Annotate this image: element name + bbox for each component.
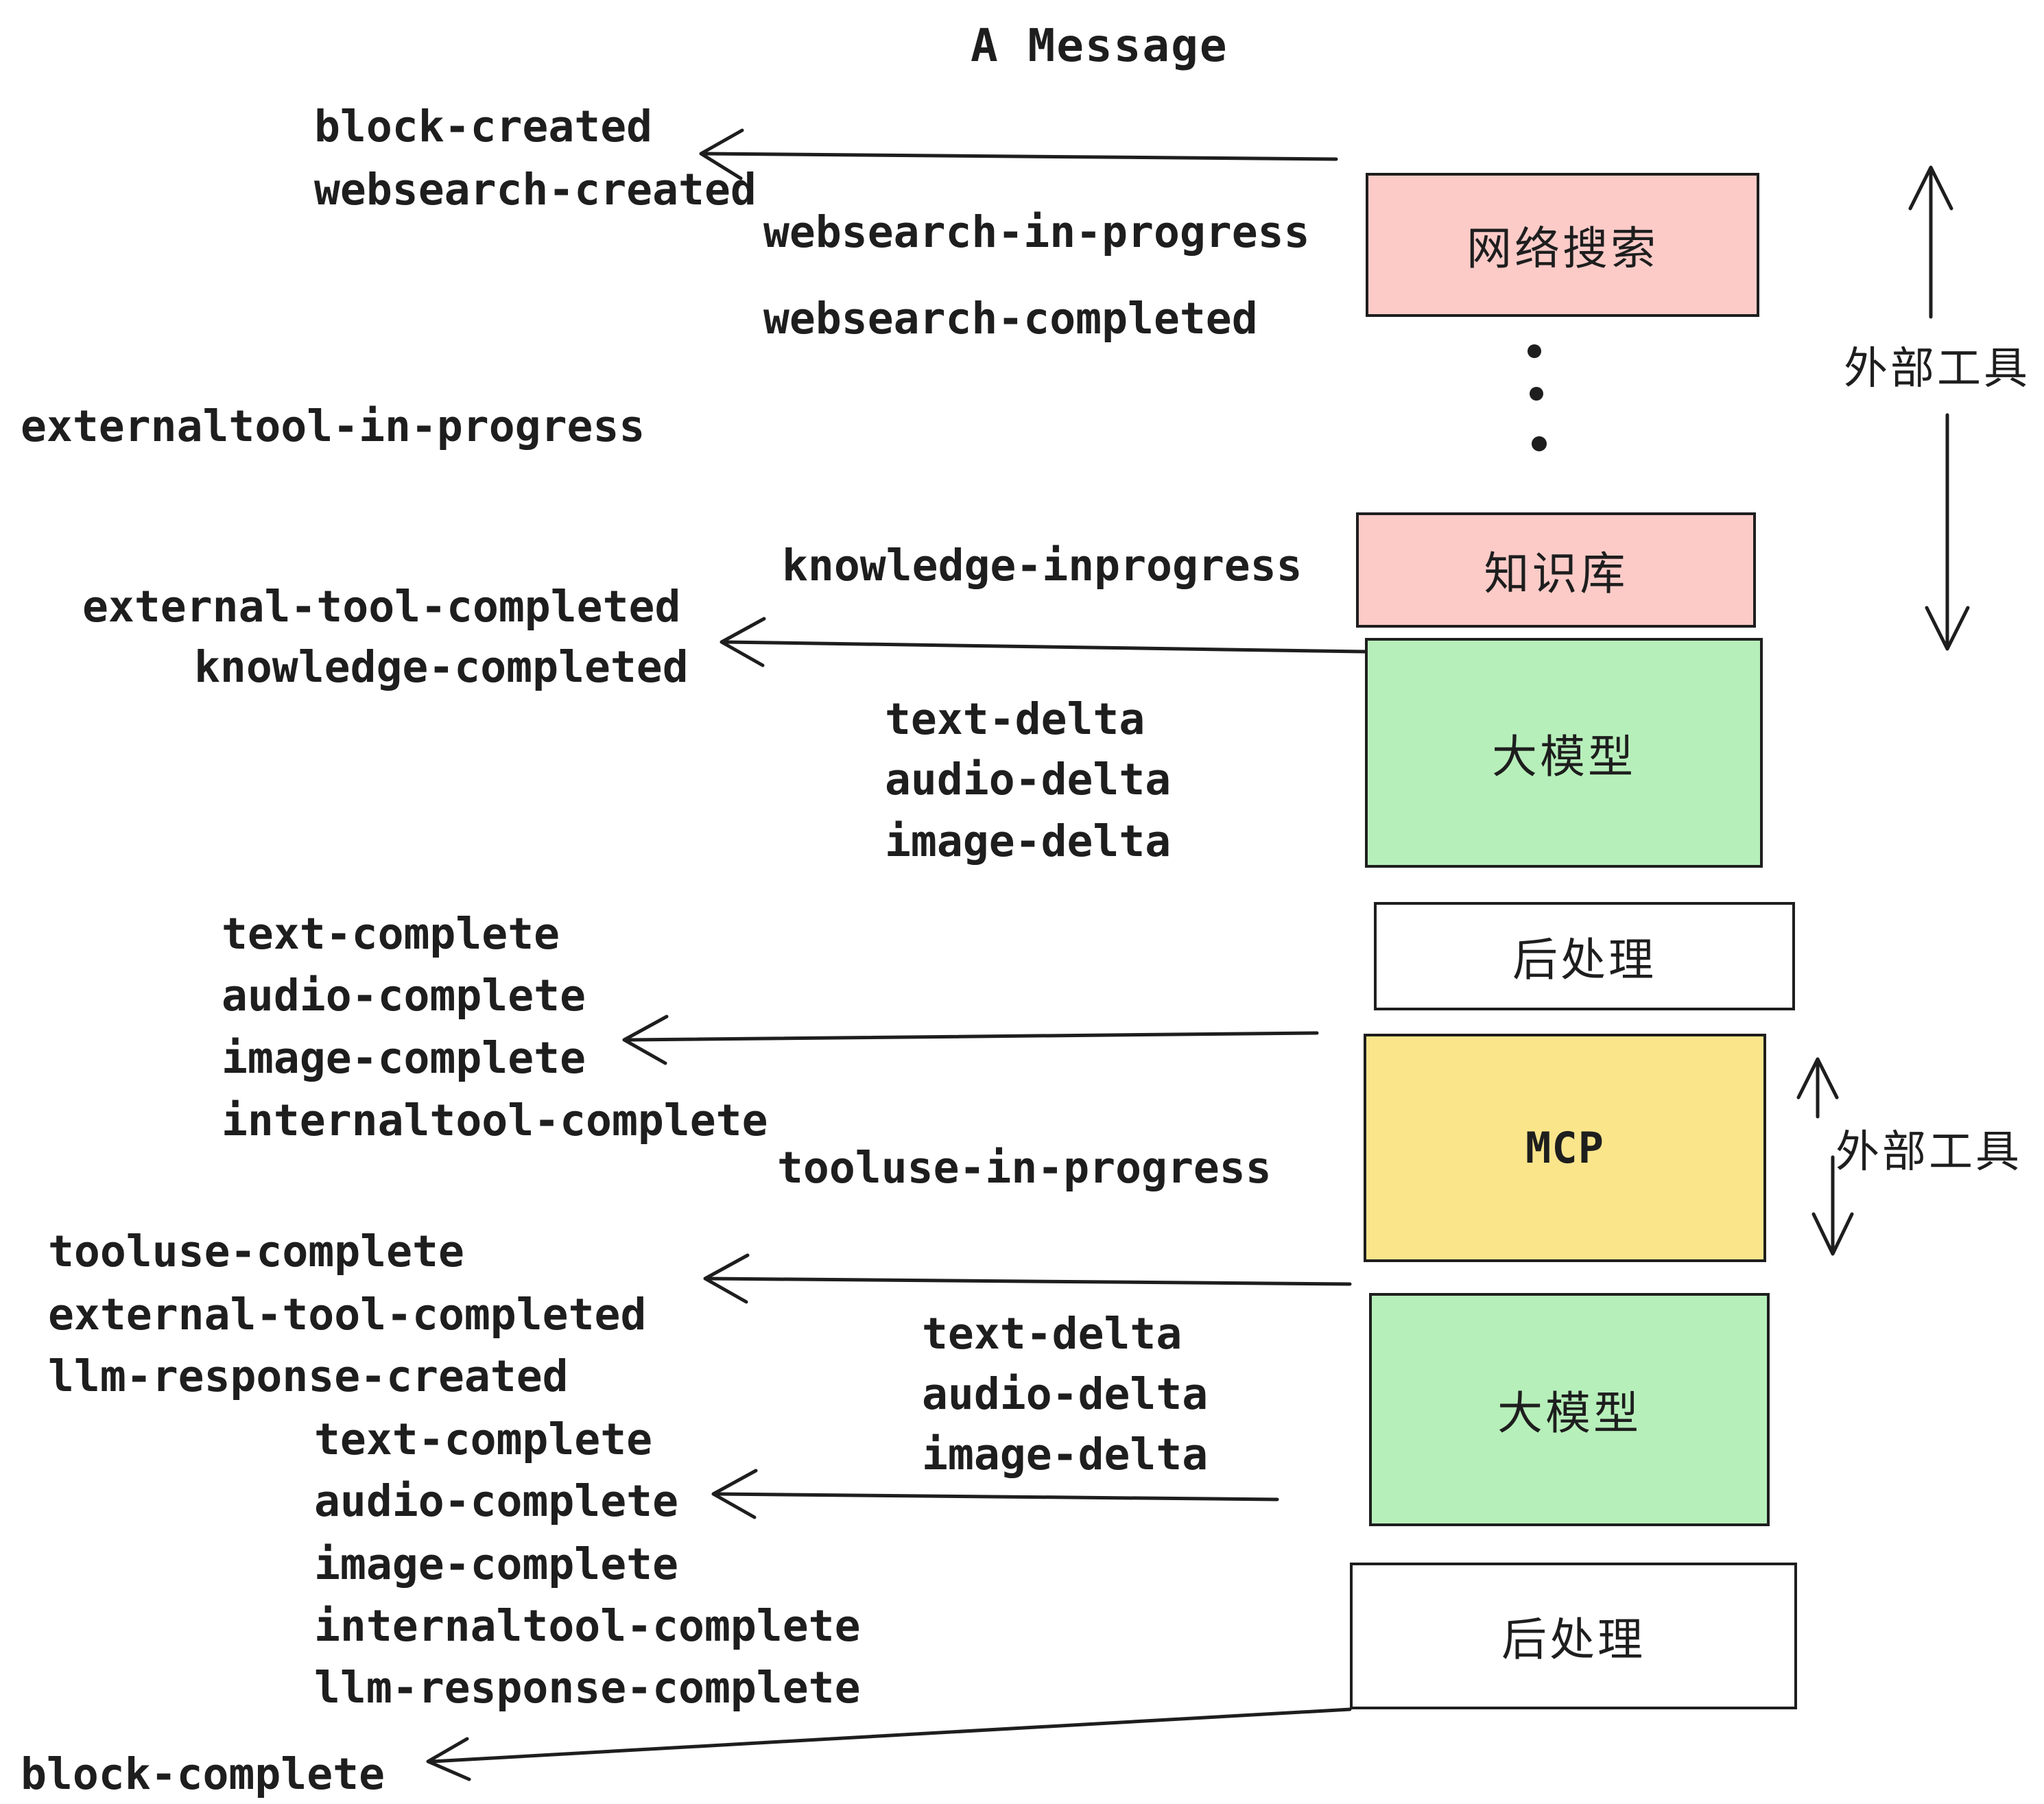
event-label-text-complete-2: text-complete xyxy=(314,1414,653,1464)
event-label-internaltool-complete-2: internaltool-complete xyxy=(314,1601,861,1651)
event-label-llm-response-created: llm-response-created xyxy=(48,1351,569,1401)
event-label-text-delta-1: text-delta xyxy=(885,694,1145,744)
arrow-websearch-created xyxy=(699,128,1338,180)
event-label-knowledge-inprogress: knowledge-inprogress xyxy=(782,541,1303,591)
box-postprocess-2-label: 后处理 xyxy=(1501,1614,1645,1665)
diagram-title: A Message xyxy=(971,19,1228,72)
box-llm-1: 大模型 xyxy=(1365,638,1763,868)
event-label-image-delta-2: image-delta xyxy=(922,1429,1209,1480)
external-tools-arrow-1 xyxy=(1908,165,1970,651)
arrow-tooluse-complete xyxy=(703,1253,1352,1304)
event-label-external-tool-completed-2: external-tool-completed xyxy=(48,1290,647,1340)
side-label-external-tools-1: 外部工具 xyxy=(1844,344,2030,393)
box-websearch: 网络搜索 xyxy=(1366,173,1759,317)
box-knowledge: 知识库 xyxy=(1356,512,1756,628)
box-postprocess-1: 后处理 xyxy=(1374,902,1795,1010)
arrow-knowledge-completed xyxy=(720,617,1367,667)
event-label-knowledge-completed: knowledge-completed xyxy=(194,642,689,692)
box-postprocess-1-label: 后处理 xyxy=(1512,934,1656,985)
event-label-audio-complete-1: audio-complete xyxy=(222,971,586,1021)
event-label-websearch-in-progress: websearch-in-progress xyxy=(763,207,1310,257)
arrow-block-complete xyxy=(426,1707,1352,1781)
event-label-text-complete-1: text-complete xyxy=(222,909,560,959)
event-label-audio-complete-2: audio-complete xyxy=(314,1476,679,1526)
event-label-internaltool-complete-1: internaltool-complete xyxy=(222,1095,768,1146)
event-label-websearch-created: websearch-created xyxy=(314,165,757,215)
box-mcp-label: MCP xyxy=(1525,1123,1604,1173)
box-mcp: MCP xyxy=(1364,1034,1766,1262)
event-label-image-complete-2: image-complete xyxy=(314,1539,679,1589)
box-llm-2: 大模型 xyxy=(1369,1293,1770,1526)
event-label-tooluse-complete: tooluse-complete xyxy=(48,1226,464,1277)
arrow-internal-complete xyxy=(622,1014,1319,1065)
box-llm-1-label: 大模型 xyxy=(1492,731,1636,782)
event-label-image-complete-1: image-complete xyxy=(222,1033,586,1083)
box-websearch-label: 网络搜索 xyxy=(1466,223,1659,274)
box-postprocess-2: 后处理 xyxy=(1350,1563,1797,1709)
event-label-llm-response-complete: llm-response-complete xyxy=(314,1663,861,1713)
event-label-externaltool-in-progress: externaltool-in-progress xyxy=(21,401,645,451)
event-label-text-delta-2: text-delta xyxy=(922,1309,1183,1359)
event-label-audio-delta-1: audio-delta xyxy=(885,755,1172,805)
box-knowledge-label: 知识库 xyxy=(1484,548,1628,599)
ellipsis-dots-icon xyxy=(1528,344,1547,451)
event-label-websearch-completed: websearch-completed xyxy=(763,294,1258,344)
side-label-external-tools-2: 外部工具 xyxy=(1835,1127,2022,1176)
event-label-tooluse-in-progress: tooluse-in-progress xyxy=(777,1143,1272,1193)
event-label-external-tool-completed: external-tool-completed xyxy=(82,582,681,632)
event-label-image-delta-1: image-delta xyxy=(885,816,1172,866)
box-llm-2-label: 大模型 xyxy=(1497,1388,1641,1438)
event-label-audio-delta-2: audio-delta xyxy=(922,1369,1209,1419)
event-label-block-created: block-created xyxy=(314,102,653,152)
event-label-block-complete: block-complete xyxy=(21,1749,385,1799)
